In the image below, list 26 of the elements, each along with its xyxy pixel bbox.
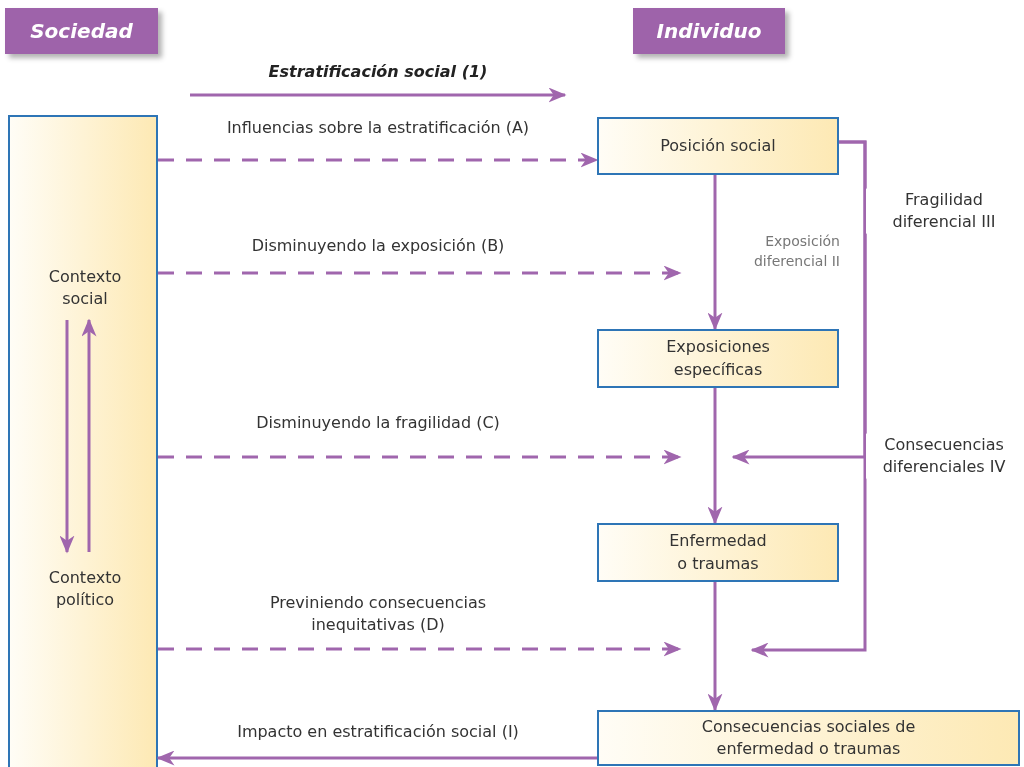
dashed-arrow [158, 265, 682, 281]
box-label: Exposiciones específicas [665, 336, 771, 381]
process-box [597, 710, 1020, 766]
context-panel [8, 115, 158, 767]
process-box [597, 329, 839, 388]
header-label: Individuo [656, 18, 762, 45]
process-box [597, 523, 839, 582]
header-box [5, 8, 158, 54]
context-label: Contexto social [30, 254, 140, 322]
arrow [707, 175, 723, 331]
process-box [597, 117, 839, 175]
box-label: Posición social [660, 134, 776, 157]
edge-label: Exposición diferencial II [752, 232, 841, 271]
dashed-arrow [158, 449, 682, 465]
header-label: Sociedad [30, 18, 133, 45]
header-box [633, 8, 785, 54]
arrow [81, 318, 97, 552]
arrow [707, 388, 723, 525]
arrow [707, 582, 723, 712]
arrow [750, 140, 867, 658]
dashed-arrow [158, 152, 599, 168]
dashed-arrow [158, 641, 682, 657]
box-label: Enfermedad o traumas [668, 530, 768, 575]
arrow [59, 320, 75, 554]
context-label: Contexto político [30, 554, 140, 624]
box-label: Consecuencias sociales de enfermedad o traumas [700, 715, 917, 760]
